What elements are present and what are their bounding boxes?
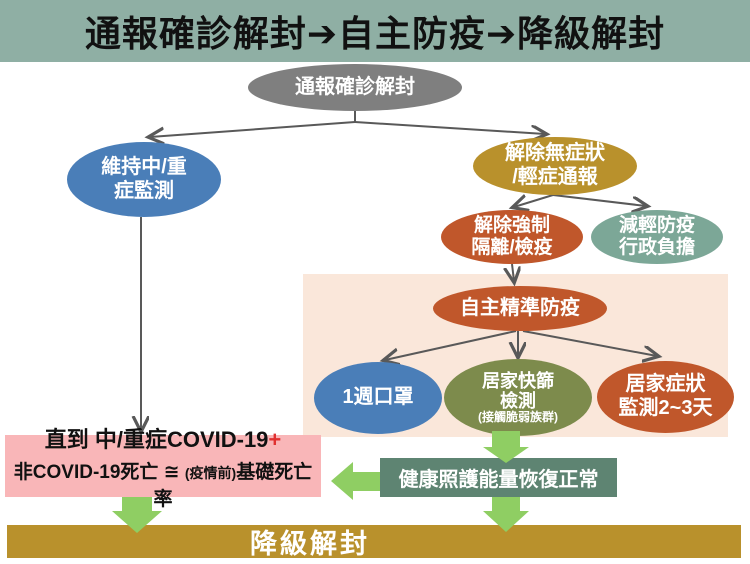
node-maintain-monitor: 維持中/重 症監測 xyxy=(67,142,221,217)
threshold-line-1: 直到 中/重症COVID-19+ xyxy=(45,422,282,454)
healthcare-capacity-box: 健康照護能量恢復正常 xyxy=(380,458,617,497)
header-band: 通報確診解封➔自主防疫➔降級解封 xyxy=(0,0,750,62)
node-label: 居家快篩 檢測 xyxy=(482,370,554,411)
downgrade-bar: 降級解封 xyxy=(7,525,741,559)
node-label: 1週口罩 xyxy=(342,386,414,409)
node-label: 減輕防疫 行政負擔 xyxy=(618,214,695,258)
node-label: 自主精準防疫 xyxy=(460,296,580,319)
node-remove-report: 解除無症狀 /輕症通報 xyxy=(473,137,637,195)
node-home-test: 居家快篩 檢測 (接觸脆弱族群) xyxy=(444,359,592,436)
healthcare-label: 健康照護能量恢復正常 xyxy=(398,469,599,491)
node-label: 維持中/重 症監測 xyxy=(101,155,187,202)
node-label: 通報確診解封 xyxy=(295,75,415,98)
node-report-release: 通報確診解封 xyxy=(248,64,462,111)
node-label: 解除強制 隔離/檢疫 xyxy=(471,214,553,258)
threshold-text: 直到 中/重症COVID-19 xyxy=(44,426,269,452)
threshold-text: 非COVID-19死亡 ≅ xyxy=(13,461,185,483)
plus-sign: + xyxy=(268,426,282,452)
node-remove-quarantine: 解除強制 隔離/檢疫 xyxy=(441,210,583,264)
node-home-symptom: 居家症狀 監測2~3天 xyxy=(597,361,734,433)
node-label: 居家症狀 監測2~3天 xyxy=(618,373,713,419)
node-mask-week: 1週口罩 xyxy=(314,362,442,434)
green-arrow-left xyxy=(331,462,380,500)
node-note: (接觸脆弱族群) xyxy=(478,409,558,424)
until-threshold-box: 直到 中/重症COVID-19+ 非COVID-19死亡 ≅ (疫情前)基礎死亡… xyxy=(5,427,321,510)
threshold-line-2: 非COVID-19死亡 ≅ (疫情前)基礎死亡率 xyxy=(5,457,321,511)
node-reduce-admin: 減輕防疫 行政負擔 xyxy=(591,210,723,264)
node-label: 解除無症狀 /輕症通報 xyxy=(505,142,605,188)
node-self-precision: 自主精準防疫 xyxy=(433,286,607,331)
downgrade-label: 降級解封 xyxy=(250,529,370,559)
pre-pandemic-note: (疫情前) xyxy=(184,464,237,481)
page-title: 通報確診解封➔自主防疫➔降級解封 xyxy=(84,13,666,54)
